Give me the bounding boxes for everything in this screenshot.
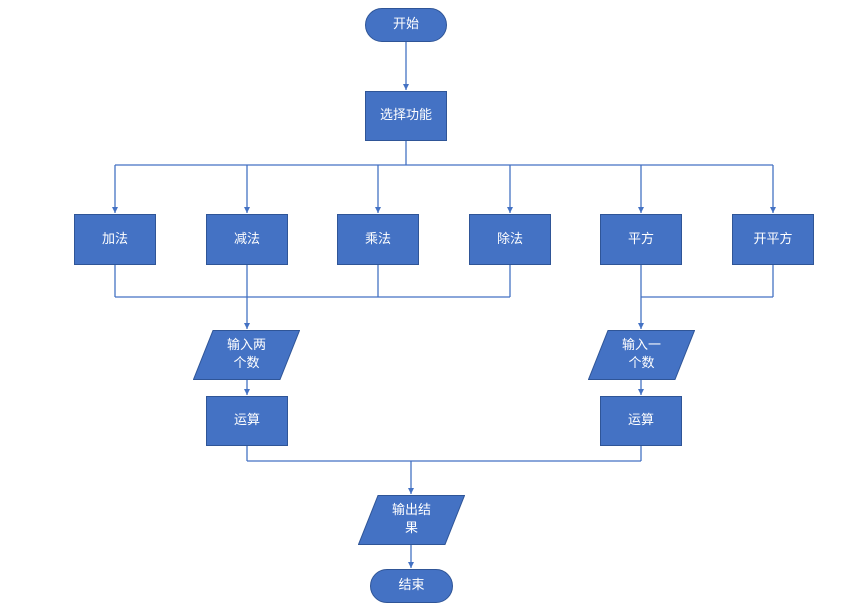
compute-right-label: 运算 bbox=[627, 413, 654, 428]
input-two-label: 输入两 个数 bbox=[226, 338, 266, 371]
compute-left-box: 运算 bbox=[206, 396, 288, 446]
divide-label: 除法 bbox=[496, 231, 523, 247]
input-two-parallelogram bbox=[193, 330, 300, 380]
output-parallelogram bbox=[358, 495, 465, 545]
end-terminal: 结束 bbox=[370, 569, 453, 603]
compute-left-label: 运算 bbox=[233, 413, 260, 428]
start-label: 开始 bbox=[392, 17, 419, 32]
end-label: 结束 bbox=[398, 578, 425, 593]
multiply-label: 乘法 bbox=[364, 231, 391, 247]
subtract-box: 减法 bbox=[206, 214, 288, 265]
multiply-box: 乘法 bbox=[337, 214, 419, 265]
subtract-label: 减法 bbox=[233, 231, 260, 247]
add-box: 加法 bbox=[74, 214, 156, 265]
input-one-number-box: 输入一 个数 bbox=[588, 330, 695, 380]
select-function-label: 选择功能 bbox=[379, 108, 432, 123]
start-terminal: 开始 bbox=[365, 8, 447, 42]
add-label: 加法 bbox=[101, 231, 128, 247]
input-two-numbers-box: 输入两 个数 bbox=[193, 330, 300, 380]
output-result-box: 输出结 果 bbox=[358, 495, 465, 545]
output-label: 输出结 果 bbox=[391, 503, 431, 536]
divide-box: 除法 bbox=[469, 214, 551, 265]
sqrt-label: 开平方 bbox=[753, 231, 793, 247]
input-one-parallelogram bbox=[588, 330, 695, 380]
square-box: 平方 bbox=[600, 214, 682, 265]
square-label: 平方 bbox=[627, 231, 654, 247]
select-function-box: 选择功能 bbox=[365, 91, 447, 141]
input-one-label: 输入一 个数 bbox=[621, 338, 661, 371]
sqrt-box: 开平方 bbox=[732, 214, 814, 265]
compute-right-box: 运算 bbox=[600, 396, 682, 446]
